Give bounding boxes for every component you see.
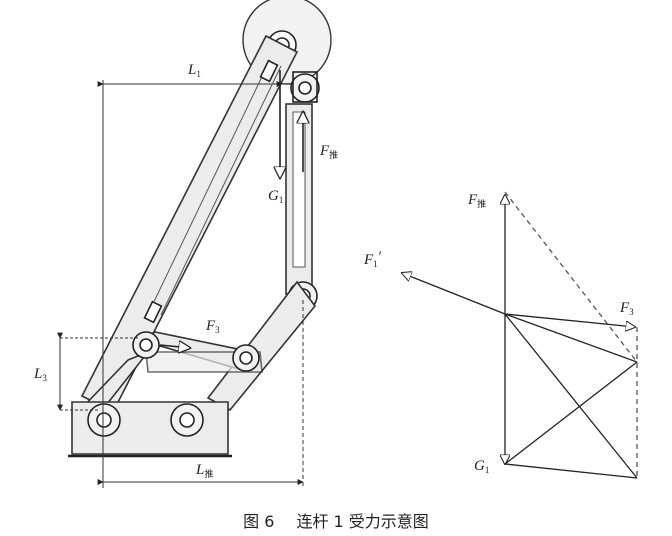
label-F3-left: F3 — [205, 318, 220, 335]
force-polygon — [402, 191, 638, 479]
label-F3-right: F3 — [619, 300, 634, 317]
figure-caption: 图 6 连杆 1 受力示意图 — [0, 508, 672, 532]
label-Lfoot: L推 — [195, 462, 213, 479]
mechanism-drawing — [68, 0, 332, 458]
F1prime-vector — [402, 273, 506, 315]
base — [68, 401, 232, 458]
labels: L1 F推 G1 F3 L3 L推 F推 F1′ F3 G1 — [33, 62, 634, 479]
dimension-lines — [57, 80, 304, 488]
label-G1-left: G1 — [268, 188, 283, 205]
label-L1: L1 — [187, 62, 201, 79]
label-Fpush-right: F推 — [467, 192, 486, 209]
figure-number: 图 6 — [243, 512, 275, 531]
label-G1-right: G1 — [474, 458, 489, 475]
figure-title: 连杆 1 受力示意图 — [296, 512, 429, 531]
force-diagram: L1 F推 G1 F3 L3 L推 F推 F1′ F3 G1 — [33, 0, 638, 488]
push-rod — [285, 71, 320, 311]
F3-vector — [504, 313, 635, 327]
label-Fpush-left: F推 — [319, 143, 338, 160]
label-L3: L3 — [33, 366, 47, 383]
label-F1prime: F1′ — [363, 249, 382, 269]
